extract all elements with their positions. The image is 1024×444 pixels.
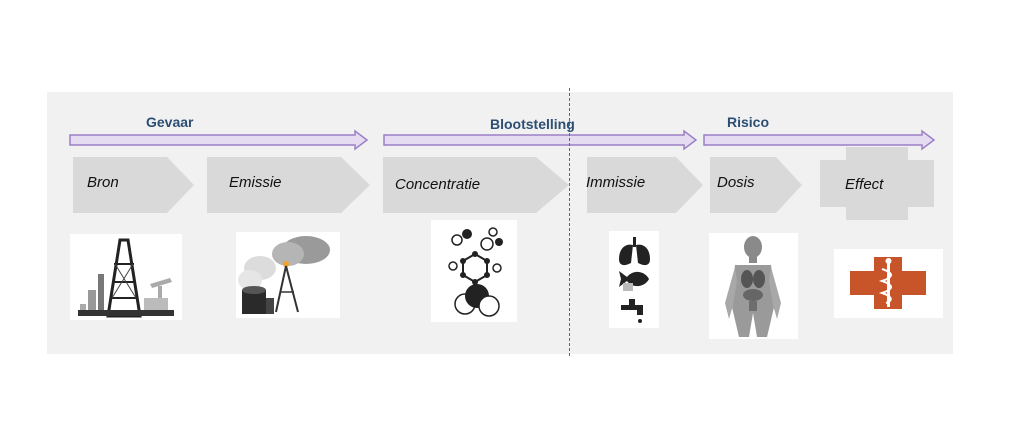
phase-label-blootstelling: Blootstelling <box>490 116 575 132</box>
step-label-effect: Effect <box>845 176 884 193</box>
cross-shape-effect <box>820 147 934 220</box>
chevron-concentratie <box>383 157 569 213</box>
oil-rig-icon <box>78 238 174 318</box>
medical-cross-icon <box>850 257 926 309</box>
step-label-concentratie: Concentratie <box>395 176 481 193</box>
chevron-emissie <box>207 157 370 213</box>
step-label-emissie: Emissie <box>229 174 282 191</box>
phase-label-risico: Risico <box>727 114 770 130</box>
human-body-icon <box>725 236 781 337</box>
smokestack-icon <box>238 236 330 314</box>
bron-image-tile <box>70 234 182 320</box>
step-label-immissie: Immissie <box>586 174 646 191</box>
effect-image-tile <box>834 249 943 318</box>
immissie-image-tile <box>609 231 659 328</box>
phase-arrow-blootstelling <box>383 129 698 151</box>
phase-arrow-risico <box>703 129 936 151</box>
chevron-dosis <box>710 157 802 213</box>
step-label-dosis: Dosis <box>717 174 755 191</box>
emissie-image-tile <box>236 232 340 318</box>
step-label-bron: Bron <box>87 174 119 191</box>
phase-divider <box>569 88 570 356</box>
phase-arrow-gevaar <box>69 129 369 151</box>
lungs-fish-tap-icon <box>619 237 650 323</box>
chevron-bron <box>73 157 194 213</box>
chevron-immissie <box>587 157 703 213</box>
phase-label-gevaar: Gevaar <box>146 114 194 130</box>
molecule-icon <box>448 227 503 317</box>
concentratie-image-tile <box>431 220 517 322</box>
dosis-image-tile <box>709 233 798 339</box>
